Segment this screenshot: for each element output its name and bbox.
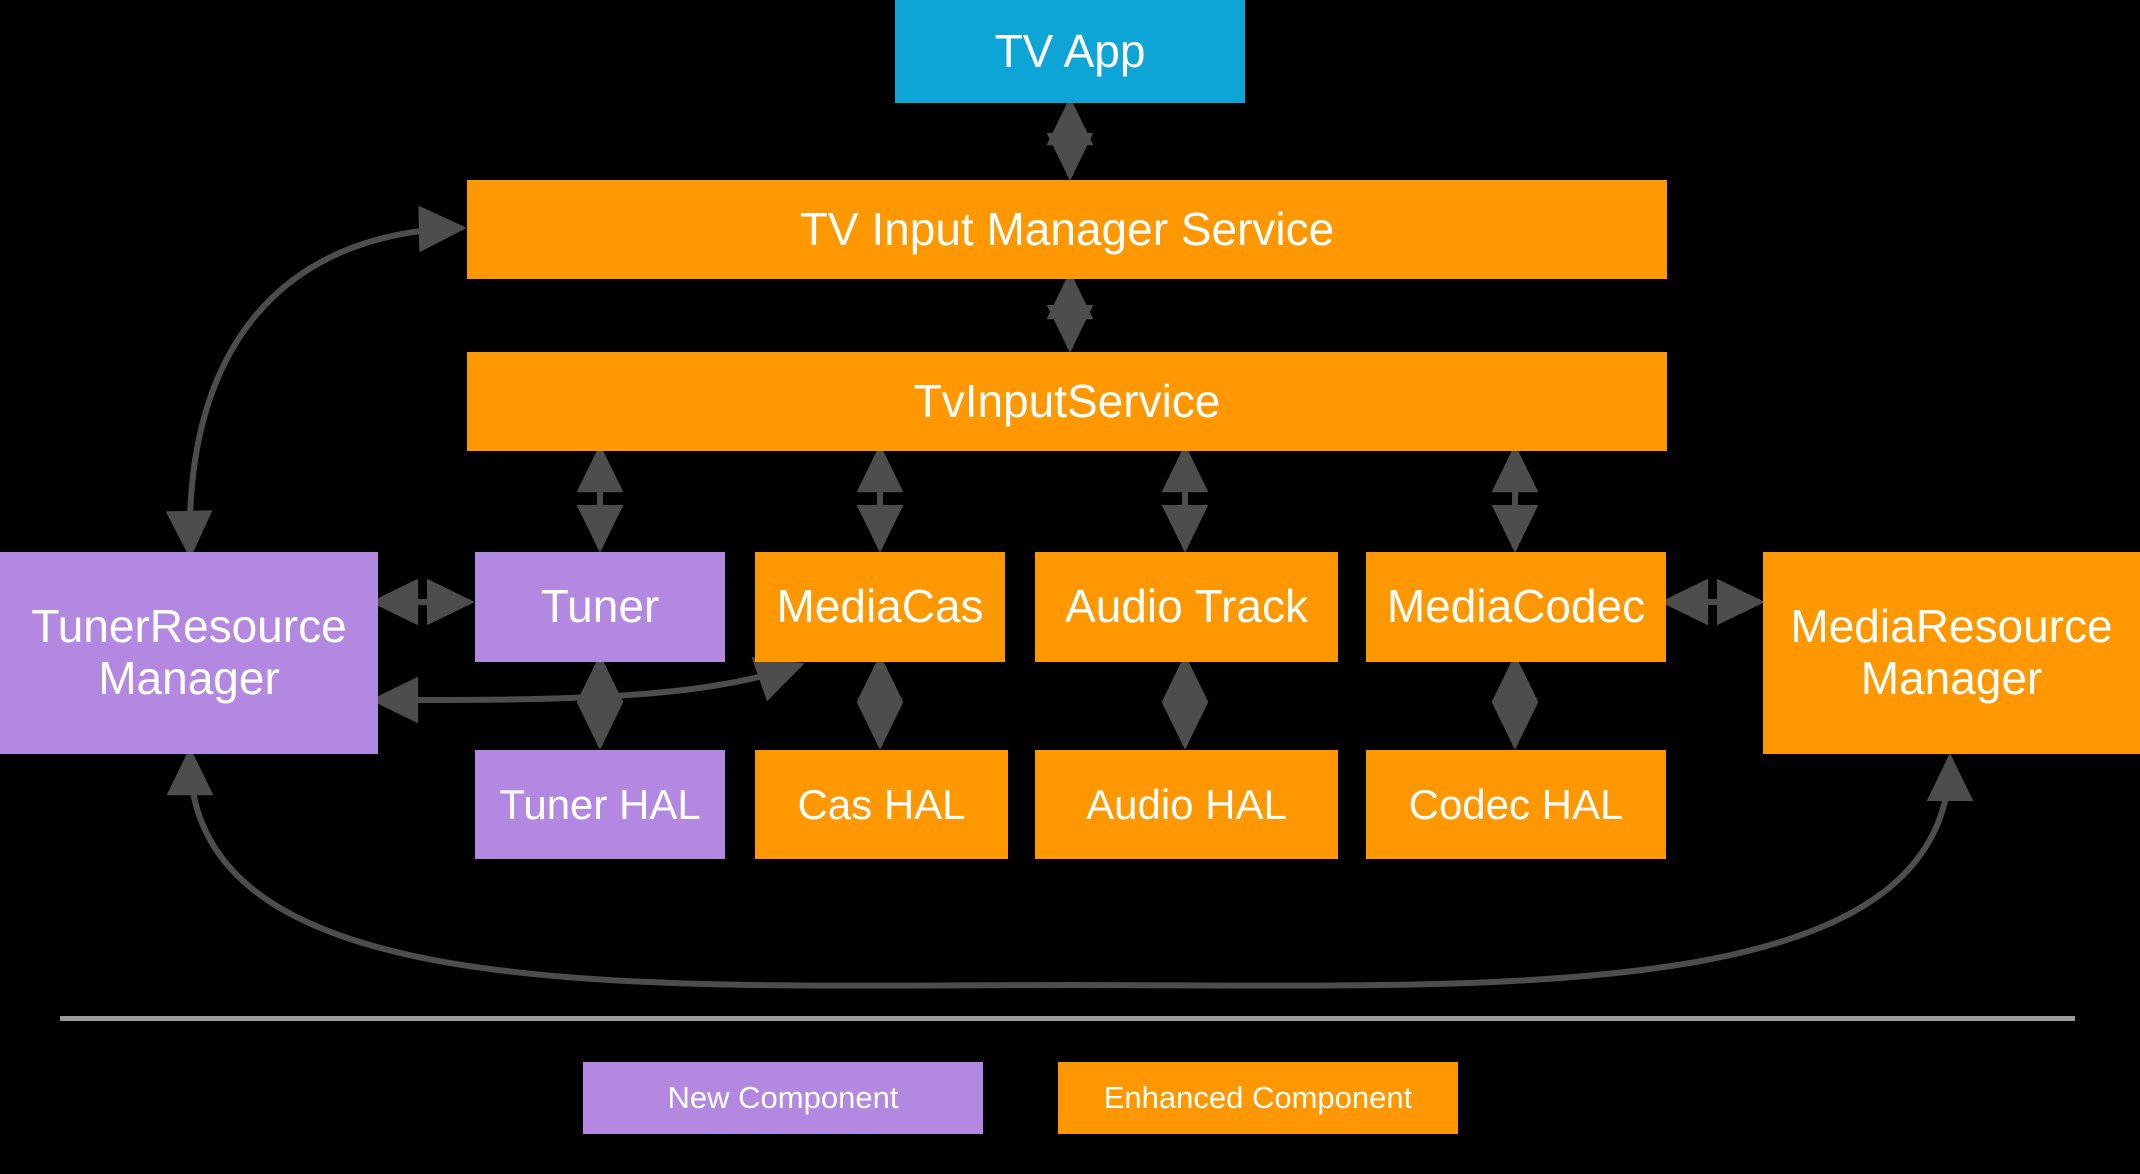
- legend-item-new-component: New Component: [583, 1062, 983, 1134]
- node-codec-hal-label: Codec HAL: [1408, 780, 1624, 828]
- node-media-cas[interactable]: MediaCas: [755, 552, 1005, 662]
- node-media-codec[interactable]: MediaCodec: [1366, 552, 1666, 662]
- node-media-resource-manager-label: MediaResource Manager: [1790, 600, 2113, 704]
- node-tv-input-manager-service[interactable]: TV Input Manager Service: [467, 180, 1667, 279]
- node-cas-hal[interactable]: Cas HAL: [755, 750, 1008, 859]
- node-tuner[interactable]: Tuner: [475, 552, 725, 662]
- node-audio-hal[interactable]: Audio HAL: [1035, 750, 1338, 859]
- node-tuner-hal-label: Tuner HAL: [499, 780, 701, 828]
- node-media-cas-label: MediaCas: [776, 580, 984, 633]
- node-codec-hal[interactable]: Codec HAL: [1366, 750, 1666, 859]
- node-tv-app[interactable]: TV App: [895, 0, 1245, 103]
- node-tv-input-service-label: TvInputService: [913, 374, 1221, 427]
- node-audio-track[interactable]: Audio Track: [1035, 552, 1338, 662]
- node-media-resource-manager[interactable]: MediaResource Manager: [1763, 552, 2140, 754]
- connector-tunerresourcemanager-mediacas: [370, 657, 805, 724]
- legend-item-new-component-label: New Component: [667, 1080, 899, 1115]
- node-tv-input-service[interactable]: TvInputService: [467, 352, 1667, 451]
- node-tv-input-manager-service-label: TV Input Manager Service: [799, 202, 1335, 255]
- node-tuner-hal[interactable]: Tuner HAL: [475, 750, 725, 859]
- node-tuner-label: Tuner: [540, 580, 660, 633]
- node-media-codec-label: MediaCodec: [1386, 580, 1646, 633]
- node-audio-track-label: Audio Track: [1065, 580, 1308, 633]
- legend-item-enhanced-component: Enhanced Component: [1058, 1062, 1458, 1134]
- node-audio-hal-label: Audio HAL: [1086, 780, 1287, 828]
- node-tuner-resource-manager[interactable]: TunerResource Manager: [0, 552, 378, 754]
- node-tv-app-label: TV App: [994, 24, 1146, 77]
- connector-tunerresourcemanager-tvinputmanagerservice: [165, 205, 467, 559]
- legend-divider: [60, 1016, 2075, 1021]
- node-tuner-resource-manager-label: TunerResource Manager: [31, 600, 347, 704]
- legend-item-enhanced-component-label: Enhanced Component: [1103, 1080, 1413, 1115]
- node-cas-hal-label: Cas HAL: [797, 780, 966, 828]
